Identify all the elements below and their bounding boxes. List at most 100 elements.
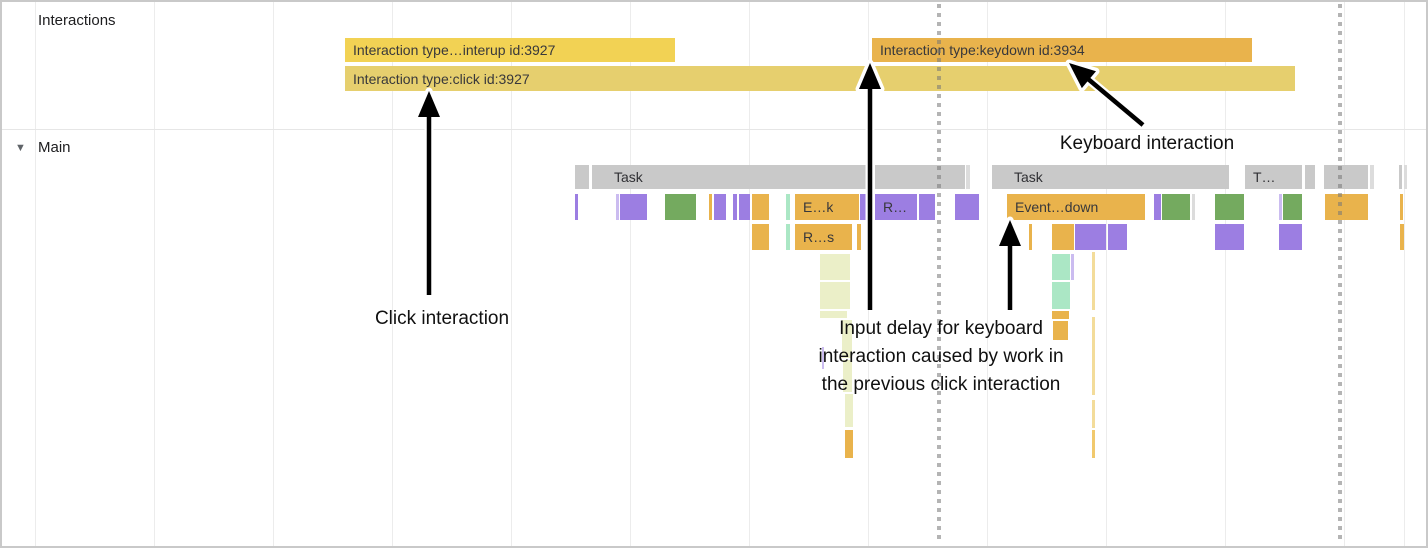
flame-bar[interactable] <box>1092 252 1095 310</box>
flame-bar[interactable] <box>1108 224 1127 250</box>
input-delay-line-1: Input delay for keyboard <box>839 318 1043 339</box>
task-bar[interactable] <box>1370 165 1374 189</box>
flame-bar-label: R…s <box>803 229 835 245</box>
interaction-bar-label: Interaction type…interup id:3927 <box>353 42 556 58</box>
interaction-bar-label: Interaction type:keydown id:3934 <box>880 42 1085 58</box>
flame-bar[interactable] <box>1092 400 1095 428</box>
task-bar[interactable]: T… <box>1245 165 1302 189</box>
grid-line <box>1225 2 1226 546</box>
flame-bar[interactable] <box>714 194 726 220</box>
input-delay-line-3: the previous click interaction <box>821 374 1061 395</box>
grid-line <box>987 2 988 546</box>
flame-bar[interactable] <box>1052 282 1070 309</box>
grid-line <box>1404 2 1405 546</box>
input-delay-annotation: Input delay for keyboard interaction cau… <box>818 315 1063 399</box>
flame-bar[interactable] <box>616 194 619 220</box>
flame-bar[interactable] <box>1325 194 1368 220</box>
flame-bar[interactable] <box>822 347 824 369</box>
flame-bar[interactable] <box>1053 321 1068 340</box>
chevron-down-icon[interactable]: ▼ <box>15 142 26 154</box>
flame-bar-label: R… <box>883 199 908 215</box>
task-bar-label: Task <box>614 169 643 185</box>
flame-bar[interactable]: Event…down <box>1007 194 1145 220</box>
flame-bar[interactable] <box>857 224 861 250</box>
flame-bar[interactable] <box>1279 194 1282 220</box>
dotted-guide-line <box>1338 4 1342 544</box>
flame-bar[interactable] <box>1075 224 1106 250</box>
flame-bar[interactable] <box>1215 194 1244 220</box>
flame-bar[interactable] <box>786 224 790 250</box>
click-annotation-text: Click interaction <box>374 308 510 329</box>
flame-bar[interactable] <box>709 194 712 220</box>
grid-line <box>35 2 36 546</box>
flame-bar[interactable] <box>1154 194 1161 220</box>
click-interaction-annotation: Click interaction <box>375 305 509 333</box>
flame-bar[interactable] <box>1400 224 1404 250</box>
task-bar-label: Task <box>1014 169 1043 185</box>
flame-bar[interactable] <box>1092 430 1095 458</box>
grid-line <box>392 2 393 546</box>
keyboard-annotation-text: Keyboard interaction <box>1059 133 1235 154</box>
flame-bar[interactable] <box>820 254 850 280</box>
flame-bar-label: Event…down <box>1015 199 1099 215</box>
flame-bar[interactable] <box>820 282 850 309</box>
task-bar[interactable]: Task <box>592 165 870 189</box>
grid-line <box>1106 2 1107 546</box>
task-bar[interactable] <box>875 165 965 189</box>
flame-bar[interactable] <box>1283 194 1302 220</box>
flame-bar[interactable] <box>1092 317 1095 395</box>
flame-bar[interactable]: E…k <box>795 194 859 220</box>
main-track-label[interactable]: Main <box>38 139 71 156</box>
keyboard-interaction-annotation: Keyboard interaction <box>1060 130 1234 158</box>
flame-bar[interactable] <box>1052 254 1070 280</box>
flame-bar[interactable] <box>620 194 647 220</box>
interaction-bar[interactable]: Interaction type:click id:3927 <box>345 66 1295 91</box>
grid-line <box>511 2 512 546</box>
interaction-bar[interactable]: Interaction type…interup id:3927 <box>345 38 675 62</box>
grid-line <box>273 2 274 546</box>
flame-bar[interactable] <box>1400 194 1403 220</box>
interactions-track-label: Interactions <box>38 12 116 29</box>
input-delay-line-2: interaction caused by work in <box>818 346 1064 367</box>
flame-bar[interactable] <box>843 360 852 392</box>
grid-line <box>154 2 155 546</box>
flame-bar[interactable] <box>575 194 578 220</box>
flame-bar[interactable] <box>733 194 737 220</box>
flame-bar-label: E…k <box>803 199 834 215</box>
flame-bar[interactable] <box>665 194 696 220</box>
flame-bar[interactable] <box>1071 254 1074 280</box>
flame-bar[interactable] <box>860 194 866 220</box>
flame-bar[interactable] <box>955 194 979 220</box>
task-bar[interactable] <box>1305 165 1315 189</box>
task-bar[interactable] <box>1399 165 1402 189</box>
task-bar[interactable] <box>1324 165 1368 189</box>
flame-bar[interactable] <box>845 394 853 427</box>
flame-bar[interactable] <box>752 194 769 220</box>
flame-bar[interactable] <box>820 311 847 318</box>
flame-bar[interactable] <box>752 224 769 250</box>
flame-bar[interactable] <box>1162 194 1190 220</box>
flame-bar[interactable] <box>845 430 853 458</box>
flame-bar[interactable] <box>1192 194 1195 220</box>
flame-bar[interactable] <box>1215 224 1244 250</box>
flame-bar[interactable]: R… <box>875 194 917 220</box>
flame-bar[interactable] <box>842 320 852 358</box>
flame-bar[interactable] <box>1029 224 1032 250</box>
task-bar-label: T… <box>1253 169 1276 185</box>
dotted-guide-line <box>937 4 941 544</box>
flame-bar[interactable] <box>1052 311 1069 319</box>
task-bar[interactable] <box>575 165 589 189</box>
task-bar[interactable] <box>966 165 970 189</box>
interaction-bar[interactable]: Interaction type:keydown id:3934 <box>872 38 1252 62</box>
flame-bar[interactable] <box>1052 224 1074 250</box>
flame-bar[interactable] <box>739 194 750 220</box>
task-bar[interactable]: Task <box>992 165 1229 189</box>
flame-bar[interactable] <box>919 194 935 220</box>
task-bar[interactable] <box>1404 165 1407 189</box>
flame-bar[interactable] <box>1279 224 1302 250</box>
interaction-bar-label: Interaction type:click id:3927 <box>353 70 530 87</box>
grid-line <box>1344 2 1345 546</box>
flame-bar[interactable] <box>786 194 790 220</box>
flame-bar[interactable]: R…s <box>795 224 852 250</box>
grid-line <box>749 2 750 546</box>
